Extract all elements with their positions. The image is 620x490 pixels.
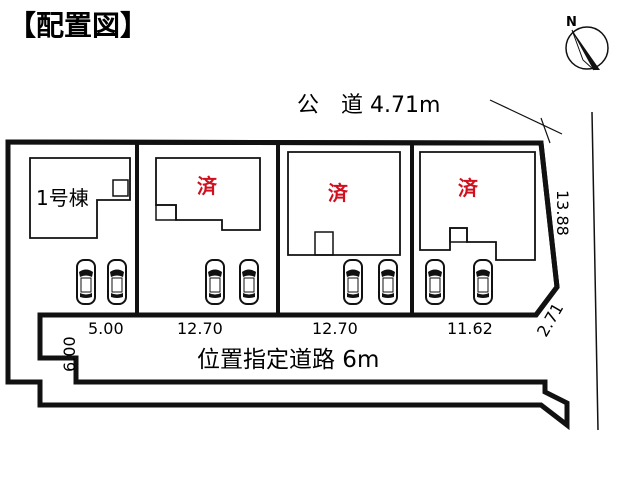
dim-left-end: 6.00	[60, 336, 79, 372]
car-icon	[107, 259, 127, 305]
lot-4: 済	[419, 151, 536, 261]
dim-side-right: 13.88	[553, 190, 572, 236]
dim-frontage-2: 12.70	[177, 319, 223, 338]
designated-road-label: 位置指定道路 6m	[197, 347, 379, 373]
north-arrow-icon: N	[565, 15, 609, 71]
car-icon	[343, 259, 363, 305]
north-label: N	[566, 15, 577, 30]
diagram-title: 【配置図】	[8, 9, 148, 42]
car-icon	[425, 259, 445, 305]
dim-frontage-1: 5.00	[88, 319, 124, 338]
public-road-label: 公 道 4.71m	[297, 93, 440, 118]
car-icon	[378, 259, 398, 305]
house-footprint	[419, 151, 536, 261]
house-footprint	[287, 151, 401, 256]
lot-3: 済	[287, 151, 401, 256]
car-icon	[76, 259, 96, 305]
lot-2: 済	[155, 157, 261, 231]
lot-1: 1号棟	[29, 157, 131, 239]
dim-frontage-3: 12.70	[312, 319, 358, 338]
car-icon	[473, 259, 493, 305]
dim-corner-cut: 2.71	[533, 300, 567, 340]
sold-marker: 済	[197, 174, 218, 198]
dim-frontage-4: 11.62	[447, 319, 493, 338]
car-icon	[239, 259, 259, 305]
sold-marker: 済	[328, 181, 349, 205]
parking-spaces	[76, 259, 493, 305]
house-footprint	[29, 157, 131, 239]
car-icon	[205, 259, 225, 305]
house-label: 1号棟	[36, 186, 89, 210]
road-edge-line	[591, 111, 599, 431]
road-leader-line	[489, 99, 563, 135]
sold-marker: 済	[458, 176, 479, 200]
